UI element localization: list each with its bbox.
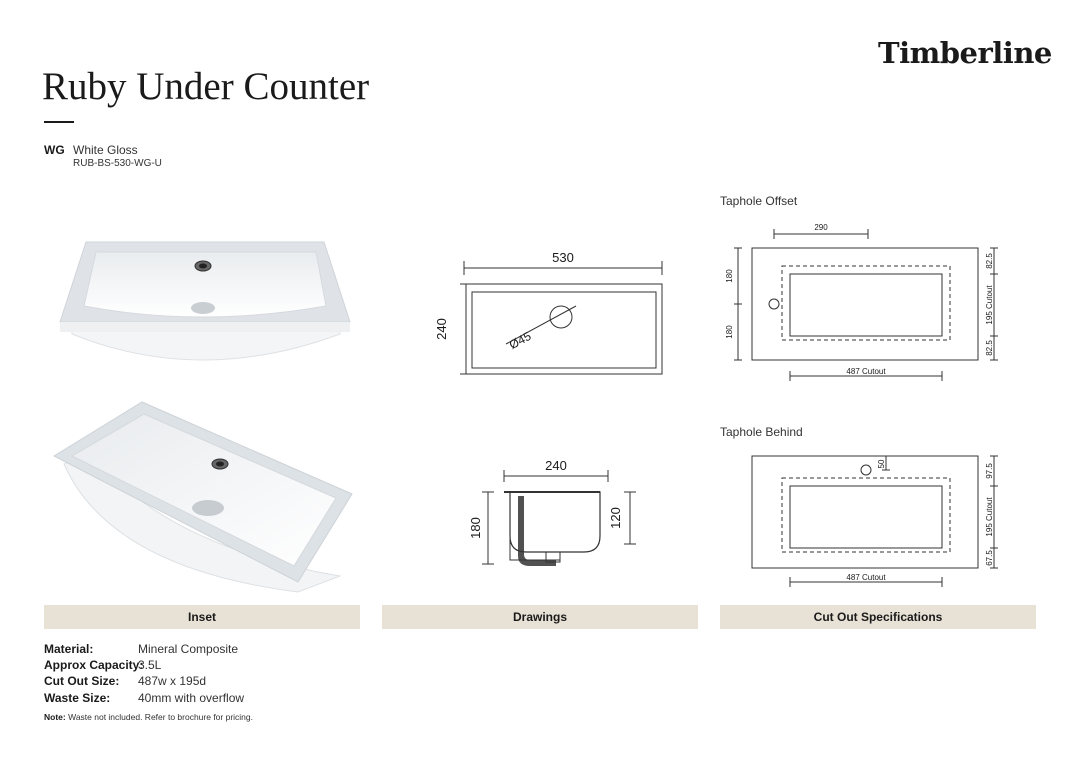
behind-bottom-cutout-label: 487 Cutout — [846, 573, 886, 582]
side-height-label: 180 — [468, 517, 483, 539]
section-drawings: Drawings — [382, 605, 698, 629]
taphole-offset-drawing: 290 180 180 82.5 195 Cutout 82.5 487 Cut… — [725, 223, 998, 381]
basin-image-angled — [52, 401, 353, 593]
taphole-behind-drawing: 50 97.5 195 Cutout 67.5 487 Cutout — [751, 455, 998, 587]
top-depth-label: 240 — [434, 318, 449, 340]
finish-code: WG — [44, 143, 65, 157]
top-view-drawing: 530 240 Ø45 — [434, 250, 663, 375]
spec-value: 487w x 195d — [138, 674, 207, 688]
page-title: Ruby Under Counter — [42, 65, 370, 108]
behind-right-mid-label: 195 Cutout — [985, 497, 994, 537]
bottom-cutout-label: 487 Cutout — [846, 367, 886, 376]
spec-label: Waste Size: — [44, 691, 111, 705]
footnote: Note: Waste not included. Refer to broch… — [44, 712, 253, 722]
taphole-behind-title: Taphole Behind — [720, 425, 803, 439]
waste-diameter-label: Ø45 — [507, 329, 534, 352]
taphole-offset-title: Taphole Offset — [720, 194, 798, 208]
note-text: Waste not included. Refer to brochure fo… — [68, 712, 253, 722]
right-top-label: 82.5 — [985, 253, 994, 269]
finish-name: White Gloss — [73, 143, 138, 157]
spec-label: Material: — [44, 642, 94, 656]
right-mid-label: 195 Cutout — [985, 285, 994, 325]
spec-value: 40mm with overflow — [138, 691, 245, 705]
side-depth-label: 120 — [608, 507, 623, 529]
title-rule — [44, 121, 74, 123]
tap-offset-label: 290 — [814, 223, 828, 232]
spec-label: Approx Capacity: — [44, 658, 144, 672]
left-upper-label: 180 — [725, 269, 734, 283]
section-cutout: Cut Out Specifications — [720, 605, 1036, 629]
spec-value: Mineral Composite — [138, 642, 239, 656]
top-width-label: 530 — [552, 250, 574, 265]
spec-label: Cut Out Size: — [44, 674, 120, 688]
side-width-label: 240 — [545, 458, 567, 473]
spec-value: 3.5L — [138, 658, 162, 672]
behind-right-bottom-label: 67.5 — [985, 550, 994, 566]
basin-image-front — [59, 241, 351, 361]
product-sku: RUB-BS-530-WG-U — [73, 158, 162, 169]
section-inset: Inset — [44, 605, 360, 629]
left-lower-label: 180 — [725, 325, 734, 339]
side-view-drawing: 240 180 120 — [468, 458, 636, 566]
tap-gap-label: 50 — [877, 459, 886, 468]
brand-logo: Timberline — [878, 36, 1052, 70]
right-bottom-label: 82.5 — [985, 340, 994, 356]
note-label: Note: — [44, 712, 66, 722]
behind-right-top-label: 97.5 — [985, 463, 994, 479]
